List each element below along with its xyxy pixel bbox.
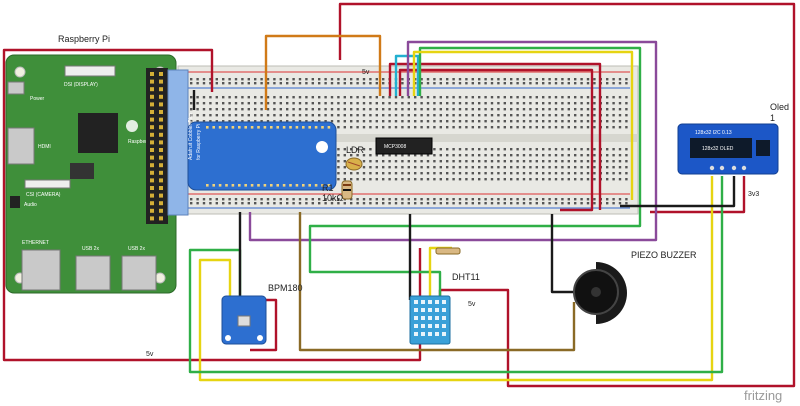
raspberry-pi-label: Raspberry Pi	[58, 34, 110, 44]
raspberry-pi-board: DSI (DISPLAY) CSI (CAMERA) Power HDMI Au…	[5, 54, 177, 294]
oled-display: 128x32 I2C 0.13 128x32 OLED	[677, 123, 779, 175]
dht11-sensor	[409, 247, 461, 345]
resistor-value-label: 10kΩ	[322, 193, 344, 203]
audio-port-label: Audio	[24, 202, 37, 208]
resistor-r1	[341, 180, 353, 200]
oled-3v3-label: 3v3	[748, 191, 759, 198]
bpm180-label: BPM180	[268, 283, 303, 293]
resistor-ref-label: R1	[322, 183, 334, 193]
gpio-header-pins	[150, 72, 163, 221]
cobbler-sublabel: for Raspberry Pi	[196, 124, 202, 160]
dht-5v-label: 5v	[468, 301, 476, 308]
pi-logo-text: Raspberry Pi	[128, 139, 157, 145]
fritzing-brand: fritzing	[744, 388, 782, 403]
ldr-sensor	[345, 157, 363, 171]
cobbler-pins	[206, 126, 331, 187]
mcp3008-label: MCP3008	[384, 144, 406, 150]
wires	[2, 2, 796, 388]
oled-model-label: 128x32 I2C 0.13	[695, 130, 732, 136]
v5-top-label: 5v	[362, 69, 370, 76]
cobbler-label: Adafruit Cobbler Plus	[188, 112, 194, 160]
ethernet-port-label: ETHERNET	[22, 240, 49, 246]
csi-port-label: CSI (CAMERA)	[26, 192, 61, 198]
cobbler-board: Adafruit Cobbler Plus for Raspberry Pi	[167, 69, 337, 216]
oled-screen-text: 128x32 OLED	[702, 146, 734, 152]
oled-title-label: Oled	[770, 102, 789, 112]
v5-bottom-label: 5v	[146, 351, 154, 358]
usb-port-label-2: USB 2x	[128, 246, 145, 252]
ldr-label: LDR	[346, 145, 365, 155]
piezo-buzzer	[573, 262, 627, 324]
buzzer-label: PIEZO BUZZER	[631, 250, 697, 260]
hdmi-port-label: HDMI	[38, 144, 51, 150]
bpm180-sensor	[221, 295, 267, 345]
dsi-port-label: DSI (DISPLAY)	[64, 82, 98, 88]
power-port-label: Power	[30, 96, 45, 102]
mcp3008-chip: MCP3008	[375, 137, 433, 155]
oled-index-label: 1	[770, 113, 775, 123]
usb-port-label-1: USB 2x	[82, 246, 99, 252]
dht11-label: DHT11	[452, 272, 480, 282]
